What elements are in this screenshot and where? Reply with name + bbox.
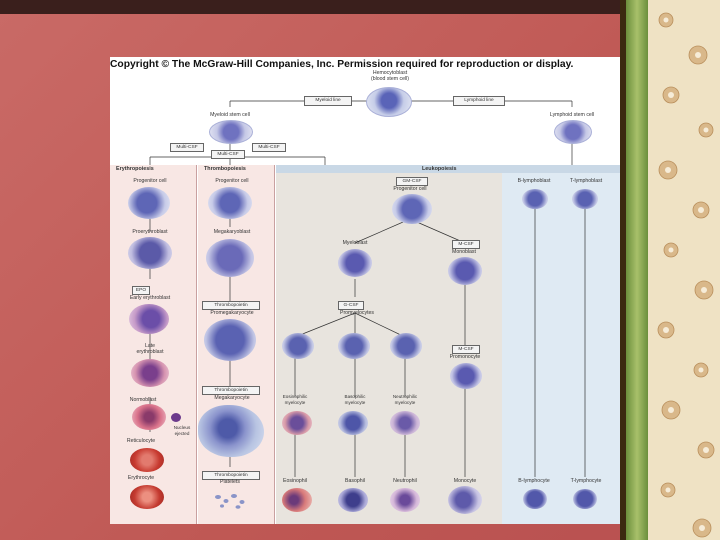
leukopoiesis-header-bar: [276, 165, 620, 173]
ejected-nucleus: [171, 413, 181, 422]
b-lymphocyte-cell: [523, 489, 547, 509]
neutrophil-label: Neutrophil: [393, 478, 417, 484]
erythro-progenitor-label: Progenitor cell: [133, 178, 167, 184]
basophilic-myelocyte-cell: [338, 411, 368, 435]
thrombo-progenitor-label: Progenitor cell: [215, 178, 249, 184]
erythrocyte-cell: [130, 485, 164, 509]
promegakaryocyte-cell: [204, 319, 256, 361]
t-lymphocyte-cell: [573, 489, 597, 509]
t-lymphoblast-label: T-lymphoblast: [569, 178, 603, 184]
neutrophilic-myelocyte-cell: [390, 411, 420, 435]
thrombopoietin-box-1: Thrombopoietin: [202, 301, 260, 310]
basophil-label: Basophil: [345, 478, 365, 484]
normoblast-label: Normoblast: [129, 397, 157, 403]
megakaryocyte-cell: [198, 405, 264, 457]
slide-top-band: [0, 0, 620, 14]
promegakaryocyte-label: Promegakaryocyte: [210, 310, 254, 316]
eosinophil-cell: [282, 488, 312, 512]
myeloblast-cell: [338, 249, 372, 277]
megakaryoblast-cell: [206, 239, 254, 277]
hematopoiesis-figure: Copyright © The McGraw-Hill Companies, I…: [110, 57, 620, 524]
lymphoid-line-box: Lymphoid line: [453, 96, 505, 106]
lymphopoiesis-panel: [502, 165, 620, 524]
slide-divider: [620, 0, 626, 540]
b-lymphocyte-label: B-lymphocyte: [518, 478, 550, 484]
myeloid-stem-cell: [209, 120, 253, 144]
floral-pattern-icon: [657, 12, 715, 538]
b-lymphoblast-label: B-lymphoblast: [517, 178, 551, 184]
multi-csf-mid-box: Multi-CSF: [211, 150, 245, 159]
m-csf-box-2: M-CSF: [452, 345, 480, 354]
hemocytoblast-label: Hemocytoblast(blood stem cell): [370, 70, 410, 82]
eosinophilic-myelocyte-cell: [282, 411, 312, 435]
leuko-progenitor-cell: [392, 194, 432, 224]
promonocyte-label: Promonocyte: [449, 354, 481, 360]
reticulocyte-label: Reticulocyte: [126, 438, 156, 444]
proerythroblast-cell: [128, 237, 172, 269]
platelets-icon: [215, 494, 245, 509]
megakaryoblast-label: Megakaryoblast: [213, 229, 251, 235]
promyelocyte-cell-3: [390, 333, 422, 359]
proerythroblast-label: Proerythroblast: [132, 229, 168, 235]
erythropoiesis-header: Erythropoiesis: [116, 166, 154, 172]
promyelocyte-cell-1: [282, 333, 314, 359]
b-lymphoblast-cell: [522, 189, 548, 209]
multi-csf-right-box: Multi-CSF: [252, 143, 286, 152]
decorative-side-pattern: [626, 0, 720, 540]
late-erythroblast-cell: [131, 359, 169, 387]
lymphoid-stem-cell-label: Lymphoid stem cell: [549, 112, 595, 118]
thrombopoietin-box-3: Thrombopoietin: [202, 471, 260, 480]
monoblast-label: Monoblast: [452, 249, 476, 255]
green-stripe: [626, 0, 648, 540]
multi-csf-left-box: Multi-CSF: [170, 143, 204, 152]
monoblast-cell: [448, 257, 482, 285]
basophil-cell: [338, 488, 368, 512]
early-erythroblast-label: Early erythroblast: [129, 295, 171, 301]
erythrocyte-label: Erythrocyte: [127, 475, 155, 481]
reticulocyte-cell: [130, 448, 164, 472]
t-lymphocyte-label: T-lymphocyte: [570, 478, 602, 484]
early-erythroblast-cell: [129, 304, 169, 334]
myeloid-stem-cell-label: Myeloid stem cell: [210, 112, 250, 118]
leuko-progenitor-label: Progenitor cell: [393, 186, 427, 192]
thrombopoiesis-header: Thrombopoiesis: [204, 166, 246, 172]
m-csf-box-1: M-CSF: [452, 240, 480, 249]
hemocytoblast-cell: [366, 87, 412, 117]
promonocyte-cell: [450, 363, 482, 389]
thrombo-progenitor-cell: [208, 187, 252, 219]
myeloid-line-box: Myeloid line: [304, 96, 352, 106]
myeloblast-label: Myeloblast: [342, 240, 368, 246]
copyright-notice: Copyright © The McGraw-Hill Companies, I…: [110, 59, 574, 70]
megakaryocyte-label: Megakaryocyte: [214, 395, 250, 401]
gm-csf-box: GM-CSF: [396, 177, 428, 186]
promyelocytes-label: Promyelocytes: [339, 310, 375, 316]
platelets-label: Platelets: [220, 479, 240, 485]
eosinophil-label: Eosinophil: [283, 478, 307, 484]
monocyte-label: Monocyte: [453, 478, 477, 484]
monocyte-cell: [448, 486, 482, 514]
g-csf-box: G-CSF: [338, 301, 364, 310]
lymphoid-stem-cell: [554, 120, 592, 144]
leukopoiesis-header: Leukopoiesis: [422, 166, 457, 172]
erythro-progenitor-cell: [128, 187, 170, 219]
epo-box: EPO: [132, 286, 150, 295]
neutrophil-cell: [390, 488, 420, 512]
thrombopoietin-box-2: Thrombopoietin: [202, 386, 260, 395]
normoblast-cell: [132, 404, 166, 430]
promyelocyte-cell-2: [338, 333, 370, 359]
t-lymphoblast-cell: [572, 189, 598, 209]
